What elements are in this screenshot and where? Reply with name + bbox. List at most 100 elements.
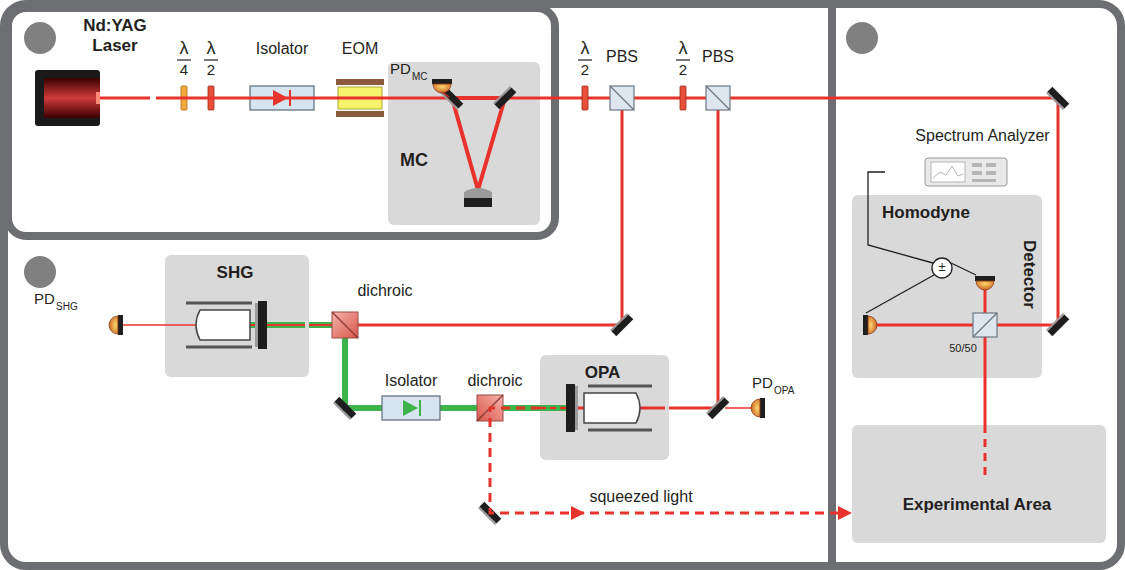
detector-subscript: OPA — [774, 385, 794, 397]
experimental-area-illustration-part — [984, 425, 987, 475]
spectrum-analyzer-illustration-part — [931, 162, 965, 182]
detector-label: PD — [752, 374, 773, 391]
shg-illustration-part — [258, 301, 267, 349]
panel-marker — [846, 22, 878, 54]
spectrum-analyzer-illustration-part — [986, 171, 996, 175]
opa-illustration-part — [584, 393, 640, 423]
panel-marker — [24, 22, 56, 54]
spectrum-analyzer-illustration-part — [933, 166, 963, 178]
eom-symbol-part — [336, 111, 384, 117]
homodyne-illustration-part-part — [872, 324, 1042, 327]
shg-box: SHG — [165, 255, 309, 377]
half-wave-plate-part — [582, 86, 588, 110]
homodyne-illustration-part — [975, 276, 995, 290]
component-label: dichroic — [357, 282, 412, 300]
component-label: Isolator — [256, 40, 308, 58]
laser-panel — [8, 8, 555, 236]
laser-beam-part — [621, 98, 624, 325]
laser-beam-connector — [156, 97, 388, 100]
node-subtitle: Detector — [1019, 240, 1039, 309]
opa-illustration-part — [566, 384, 575, 432]
homodyne-illustration-part-part — [951, 263, 976, 275]
spectrum-analyzer-illustration-part — [972, 163, 982, 167]
opa-illustration-part — [588, 385, 652, 388]
wave-plate-label: λ — [180, 38, 189, 59]
isolator-symbol — [382, 396, 440, 420]
node-title: Homodyne — [882, 203, 970, 223]
panel-divider — [828, 4, 836, 566]
shg-illustration-part — [186, 346, 252, 349]
isolator-symbol-part — [419, 400, 421, 416]
setup-illustration-part — [109, 315, 123, 335]
panel-marker — [24, 256, 56, 288]
homodyne-illustration — [852, 195, 1042, 378]
laser-illustration-part — [100, 97, 150, 100]
homodyne-illustration-part — [932, 258, 952, 278]
spectrum-analyzer: Spectrum Analyzer — [885, 125, 1084, 190]
arrow-head — [838, 506, 852, 520]
wave-plate-label: λ — [581, 38, 590, 59]
homodyne-illustration-part-part — [866, 275, 934, 313]
half-wave-plate — [578, 60, 592, 110]
opa-box: OPA — [540, 355, 669, 460]
spectrum-analyzer-illustration-part — [986, 163, 996, 167]
detector-subscript: MC — [412, 71, 428, 83]
mode-cleaner-illustration-part — [493, 86, 516, 109]
laser-illustration-part — [35, 70, 100, 126]
wave-plate-label: λ — [207, 38, 216, 59]
setup-illustration-part — [610, 313, 633, 336]
node-title: Experimental Area — [852, 495, 1102, 515]
shg-illustration-part — [255, 303, 258, 347]
component-label: Isolator — [385, 372, 437, 390]
half-wave-plate-part — [204, 59, 218, 60]
half-wave-plate — [204, 60, 218, 110]
outer-frame — [4, 4, 1121, 566]
node-title: MC — [400, 150, 428, 171]
spectrum-analyzer-illustration-part — [972, 171, 982, 175]
pd-beam — [122, 324, 166, 326]
laser-beam-part — [1057, 98, 1060, 325]
wave-plate-label: 2 — [679, 61, 687, 78]
node-title: SHG — [165, 263, 305, 283]
wave-plate-label: 2 — [581, 61, 589, 78]
homodyne-illustration-part — [866, 195, 976, 313]
isolator-symbol-part — [382, 396, 440, 420]
setup-illustration-part — [751, 398, 765, 418]
experimental-area-box: Experimental Area — [852, 425, 1106, 543]
green-beam-part — [342, 405, 541, 411]
mode-cleaner-illustration-part — [432, 79, 452, 93]
setup-illustration-part — [706, 86, 730, 110]
half-wave-plate-part — [676, 59, 690, 60]
laser-illustration-part — [44, 78, 100, 118]
eom-symbol-part — [336, 79, 384, 85]
half-wave-plate-part — [578, 59, 592, 60]
setup-illustration-part — [610, 86, 634, 110]
mode-cleaner-illustration-part — [452, 98, 505, 190]
quarter-wave-plate-part — [177, 59, 191, 60]
signal-wire — [868, 172, 885, 195]
component-label: dichroic — [467, 372, 522, 390]
laser-source: Nd:YAG Laser — [28, 10, 156, 128]
mode-cleaner-illustration — [388, 62, 540, 225]
detector-label: PD — [34, 290, 55, 307]
laser-beam-part — [717, 98, 720, 408]
opa-illustration-part — [588, 429, 652, 432]
component-label: PBS — [606, 48, 638, 66]
detector-subscript: SHG — [56, 301, 78, 313]
laser-beam-connector — [984, 378, 987, 425]
pd-beam — [725, 407, 752, 409]
wave-plate-label: λ — [679, 38, 688, 59]
spectrum-analyzer-illustration-part — [925, 158, 1007, 186]
detector-label: PD — [390, 60, 411, 77]
shg-illustration-part — [165, 324, 200, 326]
mode-cleaner-illustration-part — [464, 188, 492, 199]
node-title: OPA — [540, 363, 665, 383]
component-label: PBS — [702, 48, 734, 66]
laser-illustration-part — [96, 92, 100, 104]
homodyne-box: HomodyneDetector — [852, 195, 1042, 378]
node-title: Spectrum Analyzer — [885, 127, 1080, 145]
spectrum-analyzer-illustration-part — [972, 179, 996, 182]
node-title: Nd:YAG Laser — [78, 16, 152, 55]
setup-illustration-part — [333, 397, 356, 420]
mode-cleaner-illustration-part — [464, 198, 492, 207]
